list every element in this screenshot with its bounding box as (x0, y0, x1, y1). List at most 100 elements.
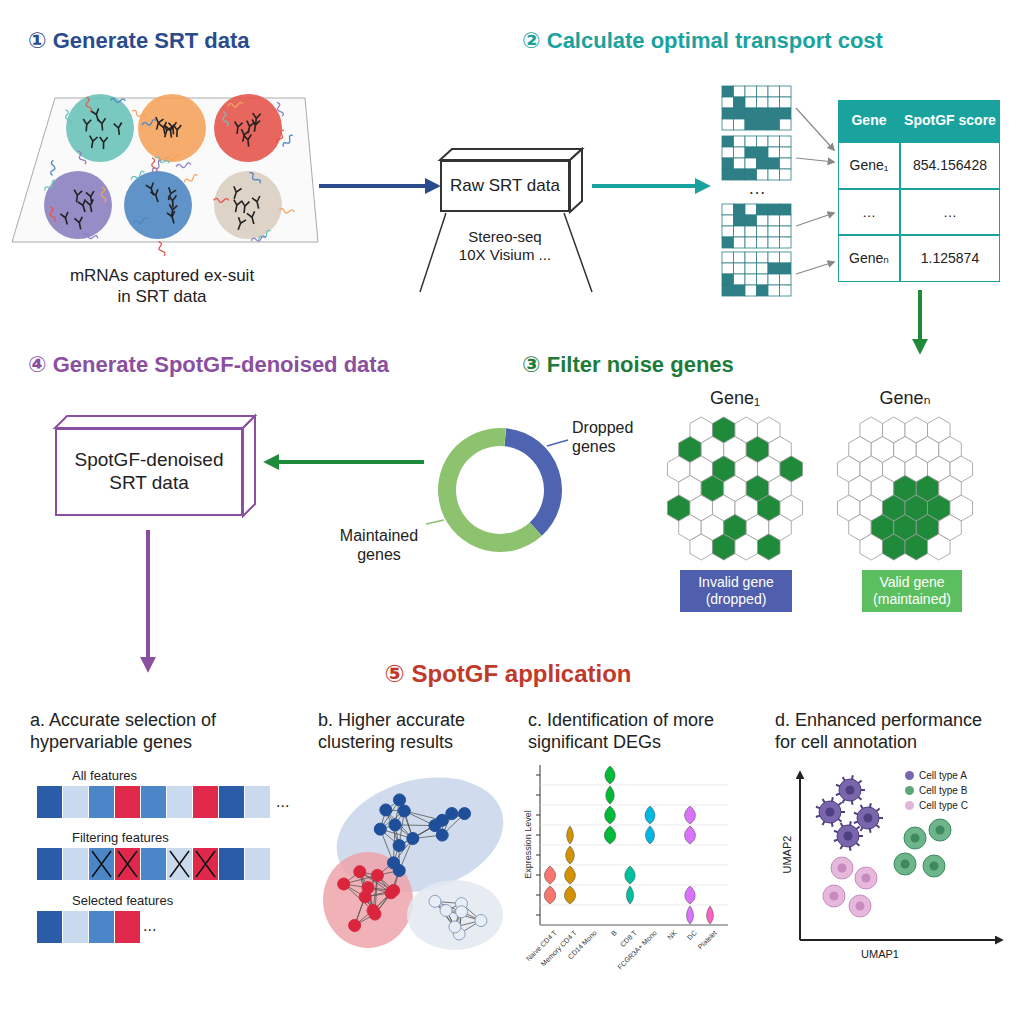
matrix-cell (780, 285, 792, 296)
mrna-symbol (275, 102, 284, 117)
matrix-cell (745, 274, 757, 285)
matrix-cell (780, 169, 792, 180)
legend-item: Cell type B (905, 785, 967, 796)
matrix-cell (768, 86, 780, 97)
matrix-cell (745, 158, 757, 169)
node-text: mRNAs captured ex-suit in SRT data (62, 266, 262, 307)
matrix-cell (722, 169, 734, 180)
graph-node (475, 915, 487, 927)
spot-hexagon (905, 534, 928, 560)
caption-label: UMAP2 (781, 825, 794, 885)
matrix-cell (745, 204, 757, 215)
table-cell: Gene (838, 100, 900, 142)
spot-hexagon (860, 534, 883, 560)
cell-body (894, 853, 916, 875)
row-line (540, 825, 728, 826)
matrix-cell (780, 274, 792, 285)
violin-shape (626, 886, 633, 904)
violin-shape (567, 826, 574, 844)
spot-hexagon (690, 534, 713, 560)
pointer-arrow (796, 213, 834, 226)
node-text: Invalid gene (dropped) (680, 570, 792, 612)
matrix-cell (734, 226, 746, 237)
feature-cell (37, 848, 62, 880)
matrix-cell (780, 108, 792, 119)
matrix-cell (745, 147, 757, 158)
node-text: Stereo-seq 10X Visium ... (457, 228, 553, 264)
cell-nucleus (830, 892, 839, 901)
feature-cell (37, 786, 62, 818)
probe-symbol (74, 217, 84, 230)
probe-symbol (146, 182, 157, 196)
feature-cell (115, 911, 140, 943)
axis-tick (536, 795, 540, 796)
matrix-cell (780, 86, 792, 97)
table-cell: … (838, 189, 900, 236)
feature-cell (245, 786, 270, 818)
feature-cell (167, 848, 192, 880)
matrix-cell (722, 136, 734, 147)
probe-symbol (60, 212, 71, 226)
graph-node (393, 840, 405, 852)
matrix-cell (734, 252, 746, 263)
probe-symbol (232, 200, 242, 213)
graph-node (398, 805, 410, 817)
matrix-cell (780, 252, 792, 263)
feature-cell (115, 786, 140, 818)
matrix-cell (734, 86, 746, 97)
matrix-cell (722, 274, 734, 285)
matrix-cell (734, 158, 746, 169)
feature-cell (89, 911, 114, 943)
mrna-symbol (130, 170, 145, 181)
feature-cell (193, 848, 218, 880)
cell-nucleus (844, 832, 853, 841)
cell-body (929, 819, 951, 841)
violin-shape (606, 786, 614, 804)
cube-side (570, 149, 582, 212)
flow-arrow (319, 184, 436, 188)
axis-tick (536, 875, 540, 876)
matrix-cell (757, 285, 769, 296)
matrix-cell (757, 136, 769, 147)
violin-shape (544, 886, 555, 904)
matrix-cell (745, 108, 757, 119)
probe-symbol (168, 195, 177, 207)
graph-node (374, 823, 386, 835)
axis-arrow (800, 939, 1002, 941)
violin-shape (685, 886, 695, 904)
node-text: SpotGF-denoised SRT data (55, 428, 243, 516)
capture-spot (124, 171, 192, 239)
table-cell: … (900, 189, 1000, 236)
cell-body (823, 885, 845, 907)
capture-spot (66, 94, 134, 162)
caption-label: Gene₁ (700, 388, 770, 410)
feature-cell (219, 848, 244, 880)
matrix-cell (757, 263, 769, 274)
matrix-cell (780, 226, 792, 237)
caption-label: … (748, 178, 766, 200)
graph-node (456, 906, 468, 918)
pointer-arrow (796, 108, 834, 150)
cell-nucleus (911, 834, 920, 843)
table-cell: SpotGF score (900, 100, 1000, 142)
matrix-cell (757, 252, 769, 263)
data-box: Raw SRT dataStereo-seq 10X Visium ... (440, 160, 570, 295)
matrix-cell (722, 158, 734, 169)
graph-node (429, 895, 441, 907)
flow-arrow (146, 530, 150, 668)
graph-node (362, 882, 374, 894)
table-cell: Geneₙ (838, 235, 900, 282)
mrna-symbol (214, 198, 229, 202)
matrix-cell (745, 136, 757, 147)
legend-text: Cell type B (919, 785, 967, 796)
matrix-cell (757, 119, 769, 130)
matrix-cell (757, 86, 769, 97)
feature-cell (63, 848, 88, 880)
matrix-cell (757, 237, 769, 248)
cross-mark (92, 851, 111, 877)
mrna-symbol (48, 206, 56, 222)
mrna-symbol (100, 187, 106, 202)
graph-node (371, 869, 383, 881)
leader-line (426, 520, 444, 524)
graph-node (349, 920, 361, 932)
